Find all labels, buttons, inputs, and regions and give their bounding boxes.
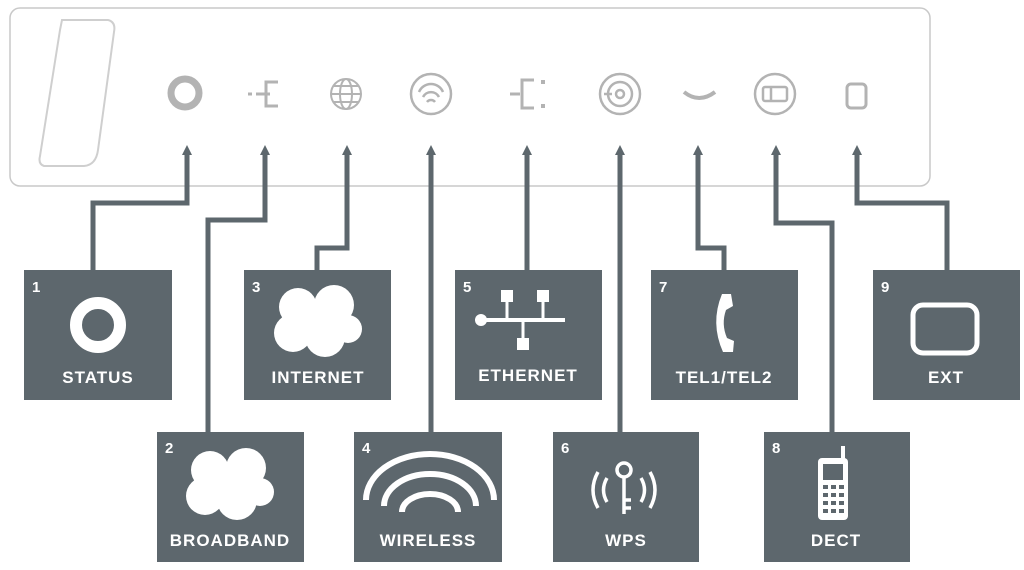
tile-label: DECT: [811, 531, 861, 550]
status-led-icon: [167, 75, 203, 111]
indicator-tile-broadband: 2 BROADBAND: [157, 432, 304, 562]
panel-leds: [167, 72, 868, 116]
ext-led-icon: [845, 82, 868, 110]
device-logo: [38, 19, 116, 167]
dect-led-icon: [753, 72, 797, 116]
connector-internet: [314, 145, 352, 270]
indicator-tile-ethernet: 5 ETHERNET: [455, 270, 602, 400]
status-ring-icon: [70, 297, 126, 353]
indicator-tile-ext: 9 EXT: [873, 270, 1020, 400]
phone-led-icon: [682, 90, 717, 100]
indicator-tile-dect: 8 DECT: [764, 432, 910, 562]
rounded-rect-icon: [910, 302, 980, 356]
tile-label: BROADBAND: [170, 531, 290, 550]
tile-label: TEL1/TEL2: [676, 368, 773, 387]
connector-broadband: [205, 145, 270, 432]
wps-led-icon: [598, 72, 642, 116]
tile-number: 1: [32, 279, 40, 296]
tile-number: 8: [772, 440, 780, 457]
network-tree-icon: [475, 290, 565, 350]
connector-ext: [852, 145, 950, 270]
tile-number: 7: [659, 279, 667, 296]
cloud-icon: [186, 448, 274, 520]
tile-label: ETHERNET: [478, 366, 578, 385]
wireless-led-icon: [409, 72, 453, 116]
ethernet-led-icon: [510, 78, 545, 110]
indicator-tile-wps: 6 WPS: [553, 432, 699, 562]
connectors: [90, 145, 950, 432]
tile-label: WIRELESS: [380, 531, 477, 550]
indicator-tile-wireless: 4 WIRELESS: [354, 432, 502, 562]
tile-label: STATUS: [62, 368, 133, 387]
broadband-led-icon: [248, 80, 278, 108]
key-signal-icon: [591, 461, 657, 514]
tile-number: 6: [561, 440, 569, 457]
indicator-tile-status: 1 STATUS: [24, 270, 172, 400]
mobile-phone-icon: [818, 446, 848, 520]
connector-dect: [771, 145, 835, 432]
tile-label: EXT: [928, 368, 964, 387]
tile-label: INTERNET: [272, 368, 365, 387]
connector-phone: [693, 145, 727, 270]
indicator-tile-tel: 7 TEL1/TEL2: [651, 270, 798, 400]
connector-status: [90, 145, 192, 270]
indicator-tile-internet: 3 INTERNET: [244, 270, 391, 400]
tile-number: 2: [165, 440, 173, 457]
wifi-waves-icon: [363, 451, 497, 513]
router-front-panel: [9, 7, 931, 187]
tile-number: 3: [252, 279, 260, 296]
handset-icon: [716, 294, 734, 352]
cloud-icon: [274, 285, 362, 357]
tile-number: 4: [362, 440, 371, 457]
tile-label: WPS: [605, 531, 647, 550]
globe-led-icon: [330, 78, 362, 110]
tile-number: 5: [463, 279, 471, 296]
tile-number: 9: [881, 279, 889, 296]
